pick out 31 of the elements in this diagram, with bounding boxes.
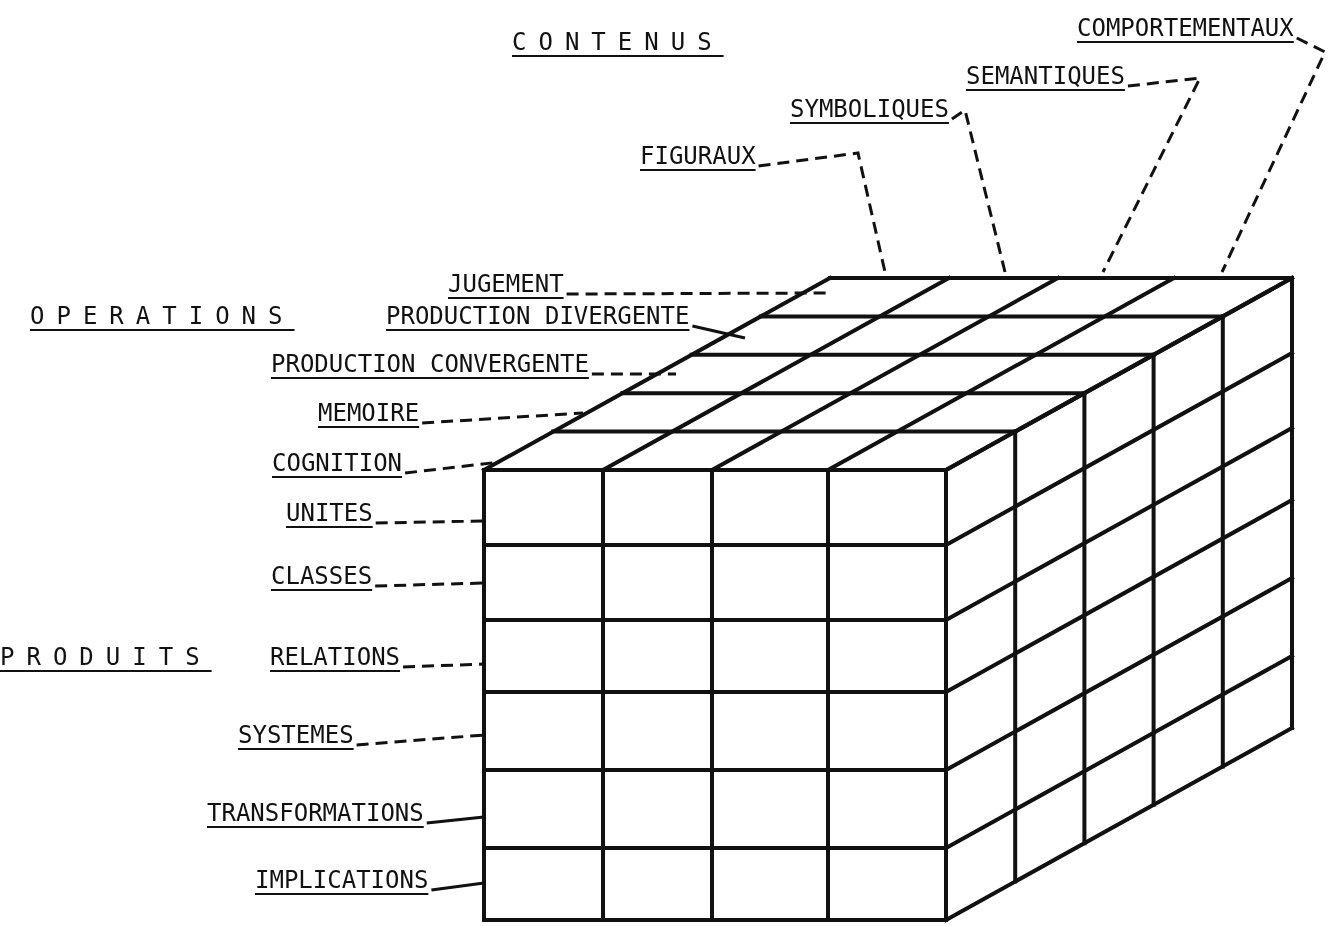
part-label: SYSTEMES bbox=[238, 721, 354, 749]
leader-line bbox=[431, 881, 485, 892]
part-label: COMPORTEMENTAUX bbox=[1077, 14, 1294, 42]
leader-line bbox=[692, 324, 746, 340]
part-label: TRANSFORMATIONS bbox=[207, 799, 424, 827]
part-label: PRODUCTION DIVERGENTE bbox=[386, 302, 690, 330]
part-label: JUGEMENT bbox=[448, 270, 564, 298]
leader-line bbox=[566, 291, 826, 296]
leader-line bbox=[375, 581, 485, 588]
part-label: PRODUCTION CONVERGENTE bbox=[271, 350, 589, 378]
leader-line bbox=[403, 662, 485, 669]
part-label: IMPLICATIONS bbox=[255, 866, 429, 894]
part-label: SEMANTIQUES bbox=[966, 62, 1125, 90]
leader-line bbox=[404, 460, 501, 475]
part-label: RELATIONS bbox=[270, 643, 401, 671]
leader-line bbox=[356, 733, 485, 747]
part-label: SYMBOLIQUES bbox=[790, 95, 949, 123]
axis-heading: CONTENUS bbox=[512, 28, 724, 56]
leader-line bbox=[1220, 36, 1327, 273]
leader-line bbox=[758, 151, 887, 273]
leader-line bbox=[426, 815, 485, 825]
leader-line bbox=[375, 519, 485, 525]
leader-line bbox=[422, 411, 584, 425]
leader-line bbox=[591, 372, 676, 376]
axis-heading: OPERATIONS bbox=[30, 302, 295, 330]
part-label: FIGURAUX bbox=[640, 142, 756, 170]
axis-heading: PRODUITS bbox=[0, 643, 212, 671]
part-label: UNITES bbox=[286, 499, 373, 527]
part-label: COGNITION bbox=[272, 449, 403, 477]
part-label: MEMOIRE bbox=[318, 399, 420, 427]
part-label: CLASSES bbox=[271, 562, 373, 590]
